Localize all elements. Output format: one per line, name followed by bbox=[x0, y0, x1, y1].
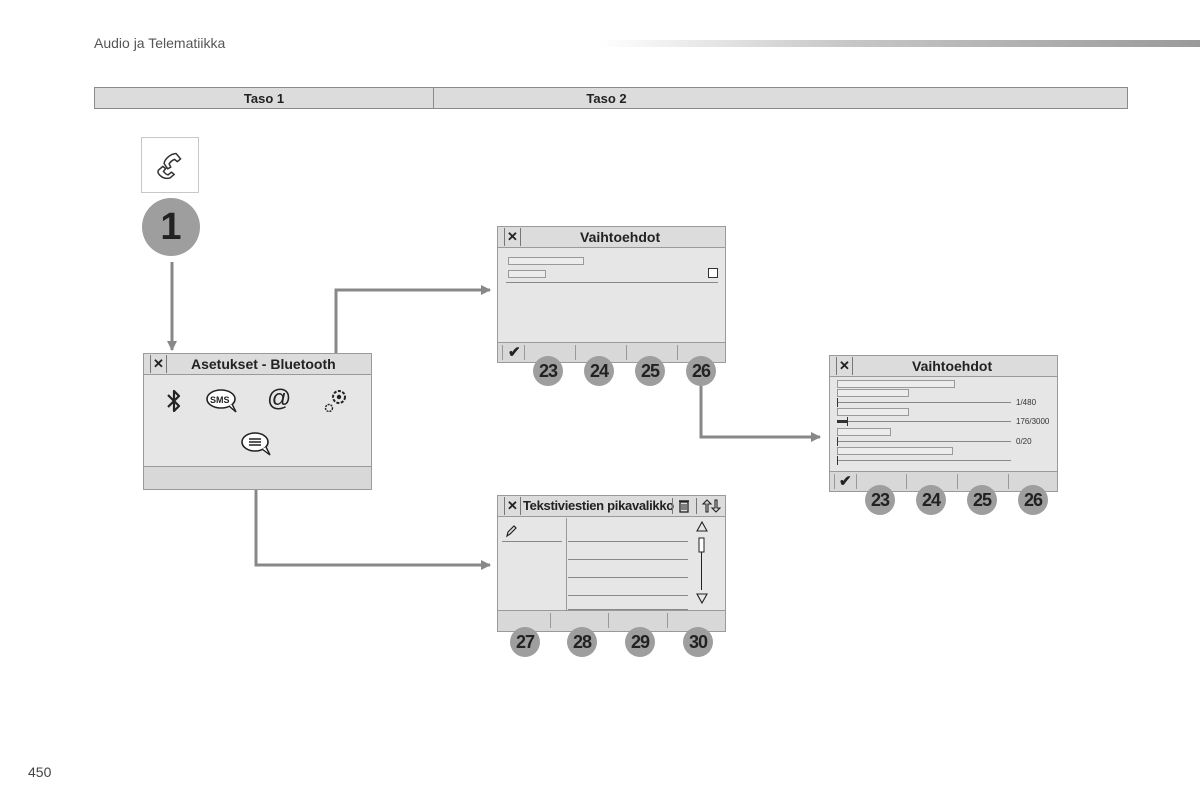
option-checkbox[interactable] bbox=[708, 268, 718, 278]
screen-footer bbox=[144, 466, 371, 489]
screen-title: Tekstiviestien pikavalikko bbox=[523, 498, 674, 513]
slider-track[interactable] bbox=[837, 460, 1011, 461]
option-item[interactable] bbox=[508, 270, 546, 278]
screen-title: Asetukset - Bluetooth bbox=[191, 356, 336, 372]
options-screen: ✕ Vaihtoehdot ✔ bbox=[497, 226, 726, 363]
divider bbox=[506, 282, 718, 283]
option-item[interactable] bbox=[837, 447, 953, 455]
confirm-icon[interactable]: ✔ bbox=[508, 344, 521, 361]
slider-thumb[interactable] bbox=[837, 398, 838, 407]
list-item[interactable] bbox=[568, 541, 688, 542]
badge-24: 24 bbox=[916, 485, 946, 515]
badge-25: 25 bbox=[635, 356, 665, 386]
badge-28: 28 bbox=[567, 627, 597, 657]
sms-icon[interactable] bbox=[205, 388, 241, 414]
close-button[interactable]: ✕ bbox=[836, 357, 853, 375]
badge-23: 23 bbox=[533, 356, 563, 386]
slider-thumb[interactable] bbox=[847, 417, 848, 426]
sms-label: SMS bbox=[210, 395, 230, 405]
slider-track[interactable] bbox=[837, 421, 1011, 422]
option-item[interactable] bbox=[837, 408, 909, 416]
page-number: 450 bbox=[28, 764, 52, 780]
option-item[interactable] bbox=[837, 380, 955, 388]
phone-icon bbox=[157, 152, 182, 180]
slider-value-label: 176/3000 bbox=[1016, 417, 1050, 426]
divider bbox=[502, 541, 562, 542]
slider-value-label: 1/480 bbox=[1016, 398, 1037, 407]
confirm-icon[interactable]: ✔ bbox=[839, 473, 852, 490]
bluetooth-icon[interactable] bbox=[164, 388, 184, 414]
option-item[interactable] bbox=[508, 257, 584, 265]
slider-track[interactable] bbox=[837, 402, 1011, 403]
delete-icon[interactable] bbox=[678, 499, 690, 513]
level-table: Taso 1 Taso 2 bbox=[94, 87, 1128, 109]
badge-30: 30 bbox=[683, 627, 713, 657]
arrow-messages-to-sms-menu bbox=[254, 456, 491, 570]
slider-track[interactable] bbox=[837, 441, 1011, 442]
messages-icon[interactable] bbox=[240, 431, 276, 457]
settings-icon[interactable] bbox=[322, 387, 350, 415]
arrow-options-to-options2 bbox=[699, 385, 821, 442]
screen-footer bbox=[498, 610, 725, 631]
badge-23: 23 bbox=[865, 485, 895, 515]
option-item[interactable] bbox=[837, 428, 891, 436]
list-item[interactable] bbox=[568, 577, 688, 578]
bluetooth-settings-screen: ✕ Asetukset - Bluetooth SMS @ bbox=[143, 353, 372, 490]
slider-fill bbox=[837, 420, 847, 423]
slider-thumb[interactable] bbox=[837, 456, 838, 465]
level-2-header: Taso 2 bbox=[586, 90, 627, 106]
sms-quick-menu-screen: ✕ Tekstiviestien pikavalikko bbox=[497, 495, 726, 632]
edit-icon[interactable] bbox=[505, 524, 517, 538]
scroll-down-icon bbox=[696, 593, 708, 605]
close-button[interactable]: ✕ bbox=[504, 497, 521, 515]
phone-button[interactable] bbox=[141, 137, 199, 193]
option-item[interactable] bbox=[837, 389, 909, 397]
badge-26: 26 bbox=[1018, 485, 1048, 515]
document-header-title: Audio ja Telematiikka bbox=[94, 35, 226, 51]
header-decorative-bar bbox=[600, 40, 1200, 47]
slider-thumb[interactable] bbox=[837, 437, 838, 446]
sort-icon[interactable] bbox=[701, 498, 721, 514]
slider-value-label: 0/20 bbox=[1016, 437, 1032, 446]
scroll-up-icon bbox=[696, 520, 708, 532]
step-1-circle: 1 bbox=[142, 198, 200, 256]
badge-26: 26 bbox=[686, 356, 716, 386]
level-1-header: Taso 1 bbox=[95, 88, 434, 108]
scrollbar[interactable] bbox=[694, 520, 710, 608]
list-item[interactable] bbox=[568, 595, 688, 596]
at-icon[interactable]: @ bbox=[267, 385, 292, 412]
options-sliders-screen: ✕ Vaihtoehdot 1/480 176/3000 0/20 ✔ bbox=[829, 355, 1058, 492]
badge-27: 27 bbox=[510, 627, 540, 657]
list-item[interactable] bbox=[568, 559, 688, 560]
badge-29: 29 bbox=[625, 627, 655, 657]
close-button[interactable]: ✕ bbox=[504, 228, 521, 246]
list-item[interactable] bbox=[568, 609, 688, 610]
screen-title: Vaihtoehdot bbox=[580, 229, 661, 245]
badge-24: 24 bbox=[584, 356, 614, 386]
screen-title: Vaihtoehdot bbox=[912, 358, 993, 374]
badge-25: 25 bbox=[967, 485, 997, 515]
column-divider bbox=[566, 518, 567, 610]
close-button[interactable]: ✕ bbox=[150, 355, 167, 373]
